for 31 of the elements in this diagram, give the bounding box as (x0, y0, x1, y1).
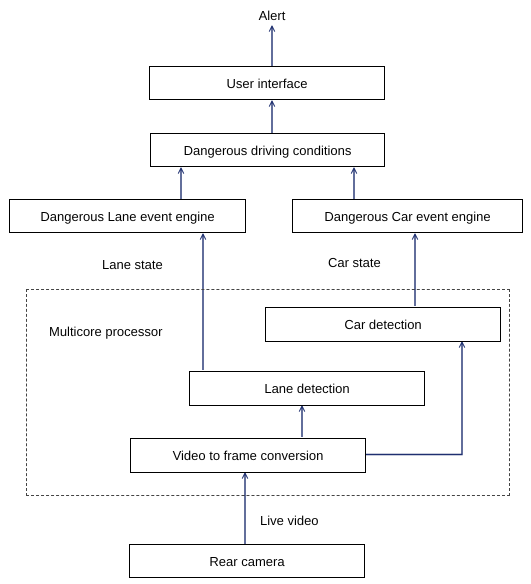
arrow (298, 406, 306, 437)
edge-label: Live video (258, 513, 321, 528)
group-title: Multicore processor (49, 324, 162, 339)
process-box (130, 438, 366, 473)
box-label: Lane detection (264, 381, 350, 396)
arrow (178, 168, 184, 199)
process-box (265, 307, 501, 342)
box-label: User interface (226, 76, 308, 90)
arrow (268, 26, 276, 66)
process-box (149, 66, 385, 100)
box-label: Dangerous Car event engine (324, 208, 491, 224)
box-label: Car detection (344, 317, 422, 332)
process-box (9, 199, 246, 233)
edge-label: Lane state (100, 257, 165, 272)
arrow (200, 234, 206, 370)
output-label: Alert (258, 8, 286, 22)
arrow (412, 234, 418, 306)
process-box (292, 199, 523, 233)
process-box (189, 371, 425, 406)
arrow (242, 472, 248, 544)
process-box (150, 133, 385, 167)
edge-label: Car state (326, 255, 383, 270)
box-label: Dangerous driving conditions (184, 142, 352, 158)
process-box (129, 544, 365, 578)
processor-group-box (26, 289, 510, 496)
box-label: Video to frame conversion (172, 448, 324, 463)
arrow (268, 100, 276, 133)
arrow (365, 342, 466, 456)
box-label: Rear camera (209, 554, 285, 568)
arrow (350, 168, 358, 199)
box-label: Dangerous Lane event engine (40, 208, 215, 224)
